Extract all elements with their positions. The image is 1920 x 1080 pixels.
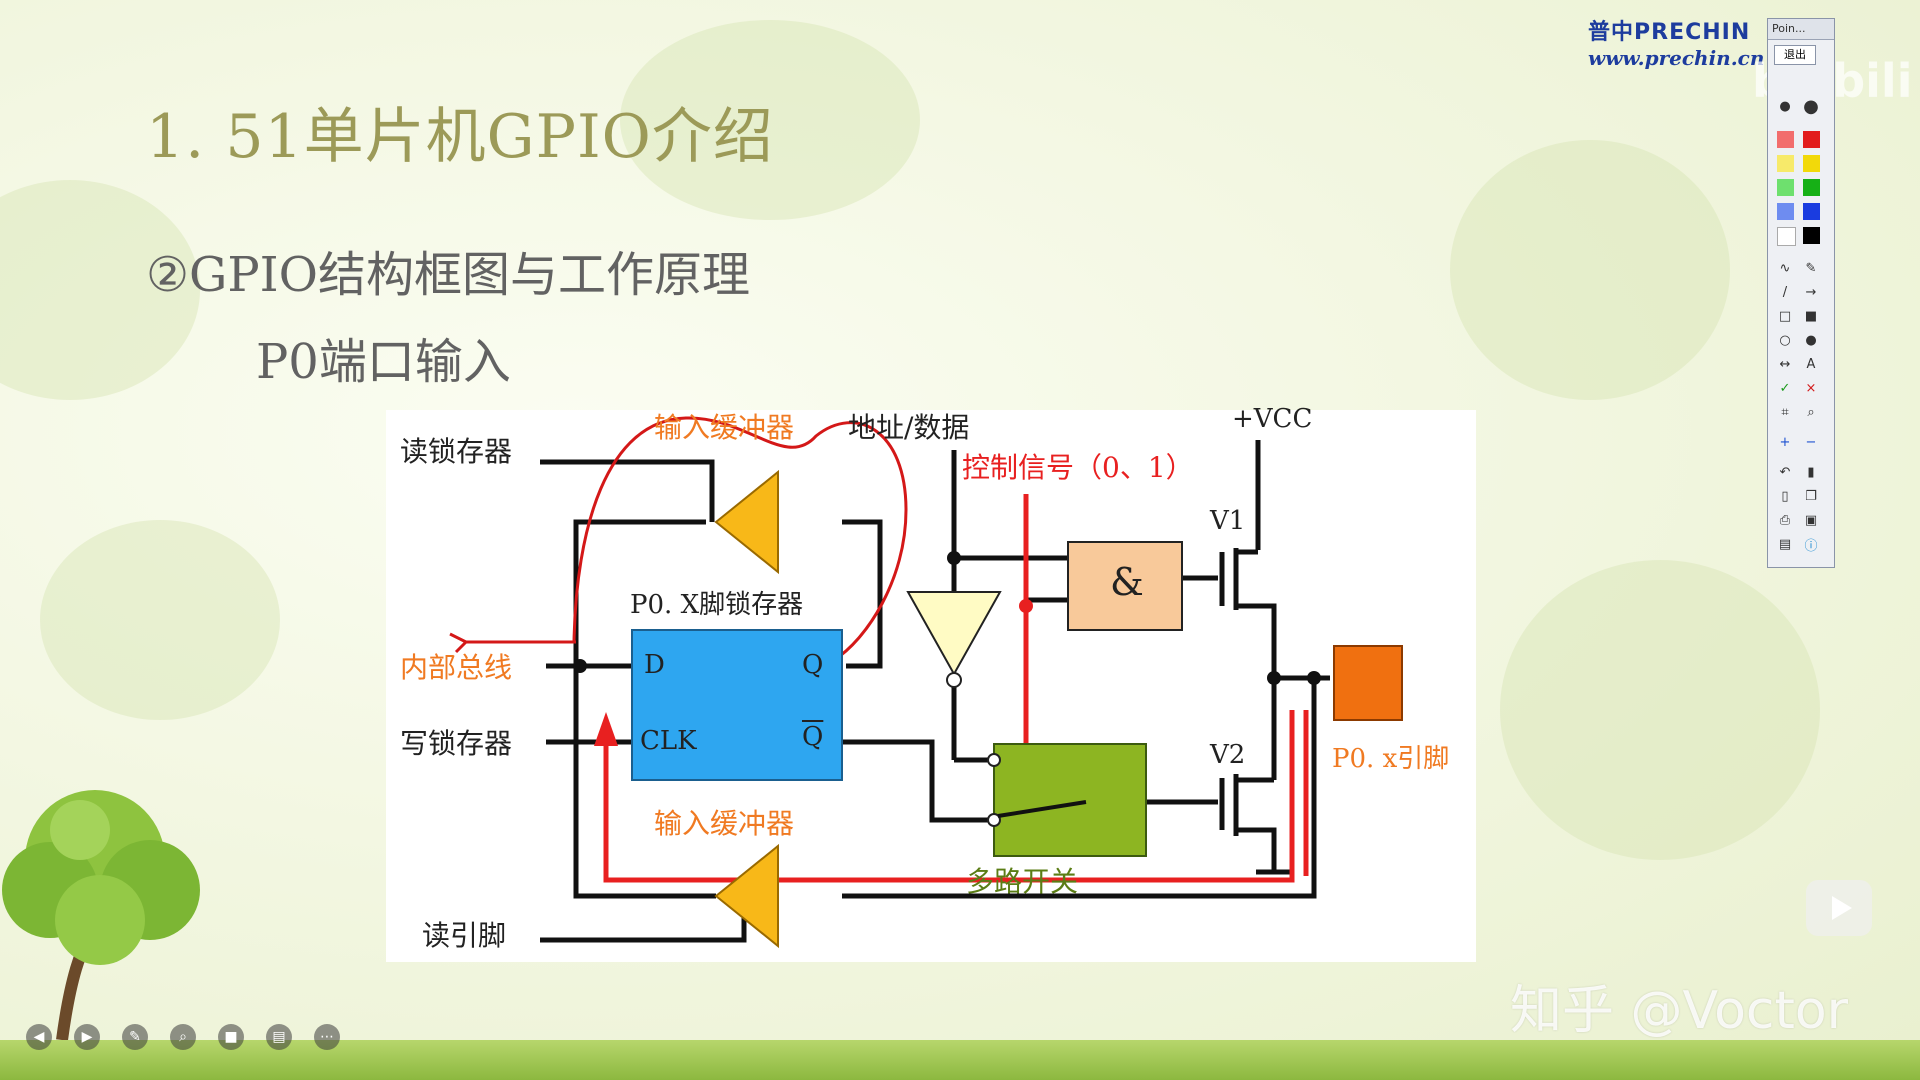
- pointofix-toolbar[interactable]: Poin... 退出 ● ● ∿ ✎ / → □ ■ ○ ● ↔ A ✓ × ⌗…: [1767, 18, 1835, 568]
- port-label: P0端口输入: [256, 334, 511, 390]
- copy-icon[interactable]: ❐: [1805, 488, 1817, 504]
- more-options-icon[interactable]: ⋯: [314, 1024, 340, 1050]
- tree-illustration: [2, 790, 200, 1040]
- plus-icon[interactable]: +: [1779, 434, 1791, 450]
- settings-icon[interactable]: ▤: [1778, 536, 1792, 552]
- slide-title: 1. 51单片机GPIO介绍: [146, 102, 774, 172]
- color-green[interactable]: [1803, 179, 1820, 196]
- gpio-p0-diagram: 读锁存器 输入缓冲器 地址/数据 +VCC 控制信号（0、1） V1 & P0.…: [386, 404, 1476, 962]
- v2-label: V2: [1210, 740, 1246, 770]
- minus-icon[interactable]: −: [1805, 434, 1817, 450]
- pen-icon[interactable]: ✎: [122, 1024, 148, 1050]
- save-icon[interactable]: ▣: [1804, 512, 1818, 528]
- line-icon[interactable]: /: [1782, 284, 1788, 300]
- prev-slide-icon[interactable]: ◀: [26, 1024, 52, 1050]
- latch-clk-label: CLK: [640, 726, 697, 756]
- subtitles-icon[interactable]: ▤: [266, 1024, 292, 1050]
- addr-data-label: 地址/数据: [848, 411, 970, 444]
- ellipse-icon[interactable]: ○: [1779, 332, 1791, 348]
- input-buffer-bottom-label: 输入缓冲器: [654, 807, 795, 840]
- brand-line1: 普中PRECHIN: [1588, 20, 1751, 45]
- latch-q-label: Q: [802, 650, 824, 680]
- color-light-green[interactable]: [1777, 179, 1794, 196]
- toolbar-title[interactable]: Poin...: [1768, 19, 1834, 40]
- background-leaf: [620, 20, 920, 220]
- color-yellow[interactable]: [1803, 155, 1820, 172]
- arrow-icon[interactable]: →: [1805, 284, 1817, 300]
- new-page-icon[interactable]: ▯: [1781, 488, 1789, 504]
- dot-large-icon[interactable]: ●: [1803, 95, 1819, 117]
- brand-line2: www.prechin.cn: [1588, 46, 1765, 70]
- camera-icon[interactable]: ■: [218, 1024, 244, 1050]
- freehand-icon[interactable]: ∿: [1779, 260, 1791, 276]
- filled-rectangle-icon[interactable]: ■: [1804, 308, 1818, 324]
- control-signal-label: 控制信号（0、1）: [962, 451, 1194, 484]
- color-blue[interactable]: [1803, 203, 1820, 220]
- background-leaf: [1450, 140, 1730, 400]
- cross-icon[interactable]: ×: [1805, 380, 1817, 396]
- latch-title-label: P0. X脚锁存器: [630, 590, 804, 620]
- latch-qbar-label: Q: [802, 722, 824, 752]
- input-buffer-top-label: 输入缓冲器: [654, 411, 795, 444]
- presentation-controls: ◀ ▶ ✎ ⌕ ■ ▤ ⋯: [26, 1024, 340, 1050]
- write-latch-label: 写锁存器: [400, 727, 513, 760]
- text-tool-icon[interactable]: A: [1806, 356, 1816, 372]
- color-white[interactable]: [1777, 227, 1796, 246]
- pin-label: P0. x引脚: [1332, 744, 1450, 774]
- mux-label: 多路开关: [966, 865, 1079, 898]
- v1-label: V1: [1210, 506, 1246, 536]
- internal-bus-label: 内部总线: [400, 651, 513, 684]
- video-play-overlay-icon[interactable]: [1806, 880, 1872, 936]
- color-light-red[interactable]: [1777, 131, 1794, 148]
- filled-ellipse-icon[interactable]: ●: [1805, 332, 1817, 348]
- read-pin-label: 读引脚: [422, 919, 507, 952]
- undo-icon[interactable]: ↶: [1779, 464, 1791, 480]
- read-latch-label: 读锁存器: [400, 435, 513, 468]
- next-slide-icon[interactable]: ▶: [74, 1024, 100, 1050]
- info-icon[interactable]: ⓘ: [1804, 538, 1818, 554]
- background-leaf: [0, 180, 200, 400]
- trash-icon[interactable]: ▮: [1807, 464, 1815, 480]
- dot-small-icon[interactable]: ●: [1779, 98, 1791, 114]
- double-arrow-icon[interactable]: ↔: [1779, 356, 1791, 372]
- check-icon[interactable]: ✓: [1779, 380, 1791, 396]
- color-light-blue[interactable]: [1777, 203, 1794, 220]
- crop-icon[interactable]: ⌗: [1781, 404, 1789, 420]
- zoom-icon[interactable]: ⌕: [1807, 404, 1815, 420]
- color-red[interactable]: [1803, 131, 1820, 148]
- color-light-yellow[interactable]: [1777, 155, 1794, 172]
- color-black[interactable]: [1803, 227, 1820, 244]
- print-icon[interactable]: ⎙: [1779, 512, 1791, 528]
- prechin-logo: 普中PRECHIN www.prechin.cn: [1588, 14, 1768, 70]
- highlighter-icon[interactable]: ✎: [1805, 260, 1817, 276]
- slide-subtitle: ②GPIO结构框图与工作原理: [146, 247, 750, 303]
- rectangle-icon[interactable]: □: [1778, 308, 1792, 324]
- and-gate-label: &: [1110, 560, 1144, 604]
- background-leaf: [40, 520, 280, 720]
- toolbar-exit-button[interactable]: 退出: [1774, 45, 1816, 65]
- latch-d-label: D: [644, 650, 665, 680]
- background-leaf: [1500, 560, 1820, 860]
- vcc-label: +VCC: [1232, 404, 1313, 434]
- zhihu-watermark: 知乎 @Voctor: [1510, 981, 1849, 1041]
- zoom-icon[interactable]: ⌕: [170, 1024, 196, 1050]
